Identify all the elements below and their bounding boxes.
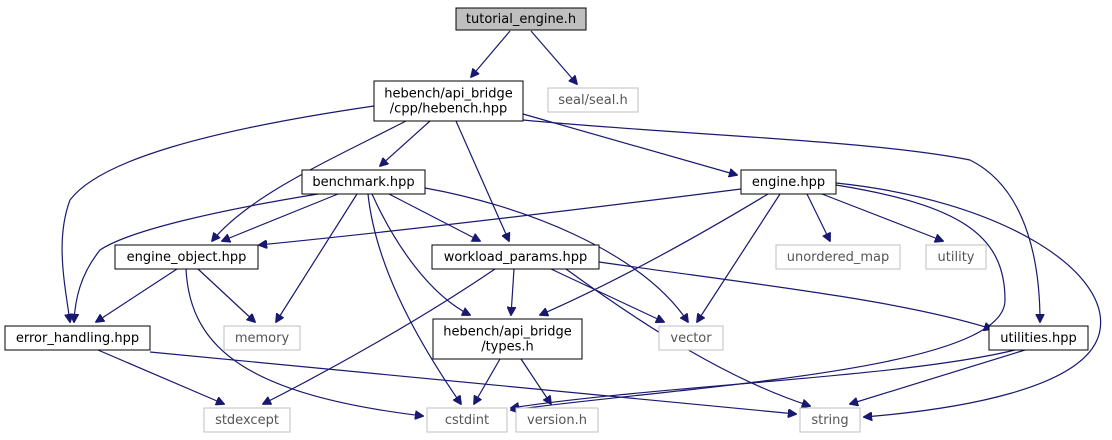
- node-label: /cpp/hebench.hpp: [390, 102, 507, 117]
- node-label: benchmark.hpp: [312, 175, 414, 190]
- edge-benchmark-to-cstdint: [367, 193, 461, 404]
- node-box: [426, 407, 508, 433]
- edge-utilities-to-cstdint: [511, 349, 1016, 408]
- edge-hebench-to-engine: [522, 113, 737, 175]
- edge-benchmark-to-memory: [276, 193, 358, 322]
- nodes: tutorial_engine.h hebench/api_bridge/cpp/…: [4, 7, 1089, 433]
- edge-workload-params-to-string: [565, 268, 810, 406]
- node-box: [740, 169, 837, 195]
- edge-workload-params-to-types: [511, 268, 514, 315]
- node-benchmark[interactable]: benchmark.hpp: [301, 169, 426, 195]
- node-box: [775, 244, 901, 270]
- edge-benchmark-to-engine-object: [222, 193, 339, 241]
- node-box: [432, 318, 583, 360]
- edge-workload-params-to-stdexcept: [263, 268, 496, 404]
- node-unordered-map: unordered_map: [775, 244, 901, 270]
- node-engine-object[interactable]: engine_object.hpp: [114, 244, 259, 270]
- edge-benchmark-to-workload-params: [388, 193, 480, 241]
- node-label: /types.h: [481, 340, 534, 355]
- node-cstdint: cstdint: [426, 407, 508, 433]
- node-label: error_handling.hpp: [16, 331, 139, 346]
- node-label: utility: [938, 250, 975, 265]
- node-label: tutorial_engine.h: [466, 12, 576, 27]
- node-box: [203, 407, 291, 433]
- node-label: unordered_map: [787, 250, 890, 265]
- edge-engine-to-vector: [697, 193, 781, 322]
- edge-tutorial-engine-to-seal: [530, 30, 577, 84]
- edge-workload-params-to-utilities: [598, 261, 992, 329]
- node-box: [799, 407, 861, 433]
- node-box: [4, 325, 151, 351]
- node-box: [988, 325, 1089, 351]
- edge-engine-object-to-memory: [197, 268, 255, 322]
- edge-types-to-version: [520, 358, 551, 404]
- node-label: stdexcept: [215, 413, 279, 428]
- node-box: [301, 169, 426, 195]
- edge-engine-object-to-cstdint: [185, 268, 423, 416]
- edge-error-handling-to-string: [149, 351, 796, 414]
- edge-benchmark-to-error-handling: [74, 193, 319, 322]
- node-label: engine_object.hpp: [127, 250, 247, 265]
- node-label: utilities.hpp: [1000, 331, 1077, 346]
- edge-hebench-to-error-handling: [61, 105, 375, 322]
- node-box: [515, 407, 599, 433]
- node-label: engine.hpp: [752, 175, 825, 190]
- node-vector: vector: [658, 325, 724, 351]
- edge-engine-to-types: [540, 193, 769, 315]
- node-label: memory: [235, 331, 290, 346]
- node-string: string: [799, 407, 861, 433]
- node-version: version.h: [515, 407, 599, 433]
- node-hebench[interactable]: hebench/api_bridge/cpp/hebench.hpp: [373, 80, 524, 122]
- node-label: vector: [670, 331, 712, 346]
- edges: [61, 30, 1102, 417]
- node-utility: utility: [925, 244, 987, 270]
- node-label: workload_params.hpp: [444, 250, 588, 265]
- node-box: [431, 244, 600, 270]
- edge-types-to-cstdint: [474, 358, 501, 404]
- edge-hebench-to-benchmark: [380, 120, 431, 166]
- edge-error-handling-to-stdexcept: [97, 349, 224, 404]
- node-engine[interactable]: engine.hpp: [740, 169, 837, 195]
- node-box: [925, 244, 987, 270]
- edge-benchmark-to-types: [371, 193, 470, 315]
- edge-engine-object-to-error-handling: [96, 268, 178, 322]
- edge-engine-to-engine-object: [259, 188, 742, 245]
- node-stdexcept: stdexcept: [203, 407, 291, 433]
- node-box: [658, 325, 724, 351]
- node-utilities[interactable]: utilities.hpp: [988, 325, 1089, 351]
- node-label: hebench/api_bridge: [384, 87, 513, 102]
- node-tutorial-engine[interactable]: tutorial_engine.h: [455, 7, 587, 31]
- node-label: hebench/api_bridge: [443, 325, 572, 340]
- edge-utilities-to-string: [850, 349, 1026, 404]
- edge-workload-params-to-vector: [550, 268, 664, 322]
- edge-engine-to-utility: [821, 193, 943, 241]
- edge-engine-to-cstdint: [511, 184, 1006, 410]
- edge-engine-to-unordered-map: [806, 193, 830, 241]
- edge-hebench-to-workload-params: [455, 120, 509, 241]
- edge-tutorial-engine-to-hebench: [471, 30, 511, 77]
- node-label: cstdint: [445, 413, 489, 428]
- node-types[interactable]: hebench/api_bridge/types.h: [432, 318, 583, 360]
- edge-hebench-to-engine-object: [212, 120, 407, 241]
- edge-hebench-to-utilities: [522, 119, 1040, 322]
- node-box: [373, 80, 524, 122]
- node-box: [455, 7, 587, 31]
- node-memory: memory: [223, 325, 301, 351]
- node-seal: seal/seal.h: [547, 87, 639, 113]
- edge-engine-to-string: [835, 182, 1102, 417]
- node-label: string: [811, 413, 848, 428]
- node-box: [223, 325, 301, 351]
- node-box: [114, 244, 259, 270]
- node-error-handling[interactable]: error_handling.hpp: [4, 325, 151, 351]
- node-label: version.h: [527, 413, 587, 428]
- node-label: seal/seal.h: [558, 93, 627, 108]
- edge-benchmark-to-vector: [424, 187, 688, 322]
- node-box: [547, 87, 639, 113]
- node-workload-params[interactable]: workload_params.hpp: [431, 244, 600, 270]
